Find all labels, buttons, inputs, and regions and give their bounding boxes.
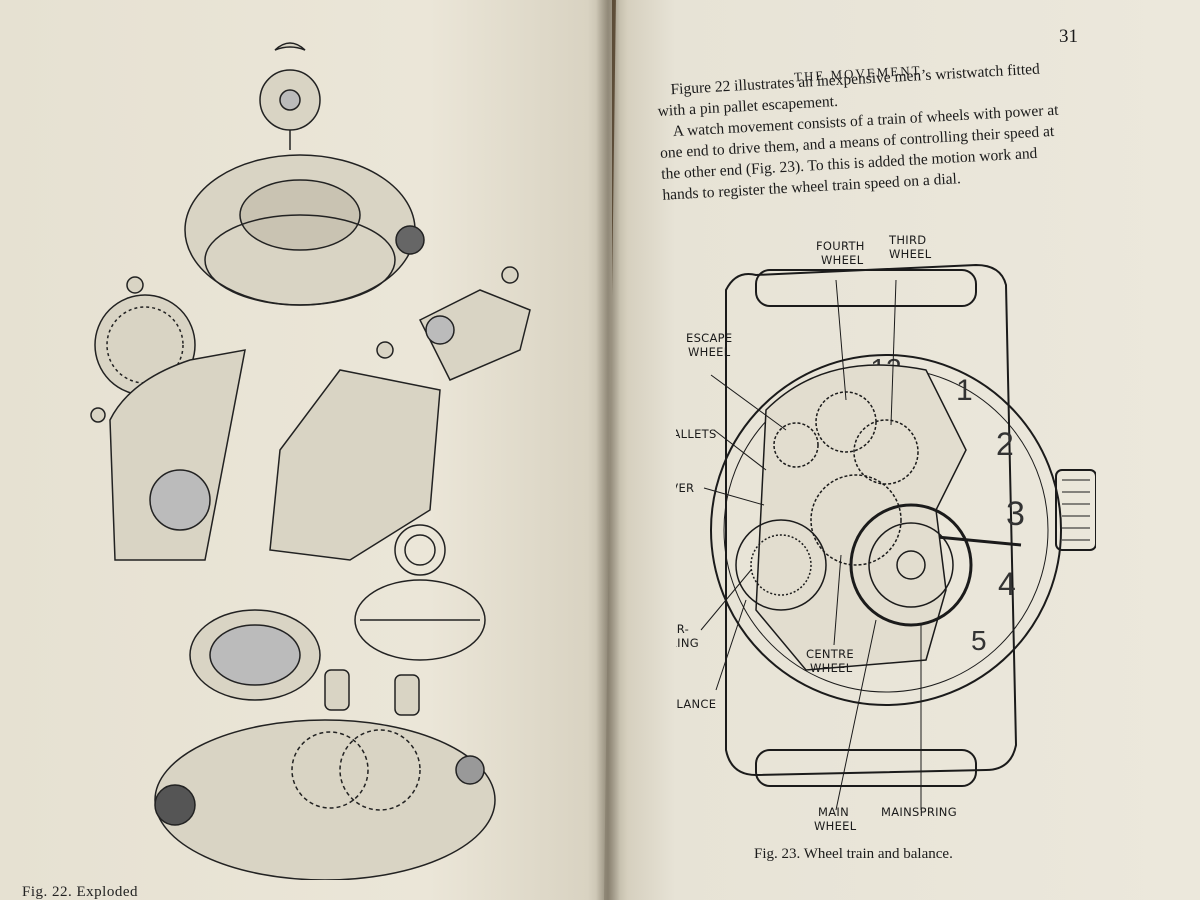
cap-piece (274, 42, 306, 51)
hairspring-coil (394, 524, 446, 576)
left-page: Fig. 22. Exploded (0, 0, 612, 900)
numeral-1: 1 (956, 374, 973, 407)
wheel-train-diagram: 12 1 2 3 4 5 (676, 233, 1096, 830)
label-third-wheel-2: WHEEL (889, 247, 932, 261)
left-figure-caption: Fig. 22. Exploded (22, 884, 138, 900)
label-main-wheel-1: MAIN (818, 805, 849, 819)
bottom-plate (154, 719, 496, 880)
numeral-4: 4 (998, 566, 1016, 602)
middle-plate (269, 369, 441, 561)
label-hairspring-2: SPRING (676, 636, 699, 650)
label-centre-wheel-1: CENTRE (806, 647, 854, 661)
crown-bottom (154, 784, 196, 826)
numeral-2: 2 (996, 426, 1014, 462)
gutter-shadow (596, 0, 620, 900)
crown (1055, 469, 1096, 551)
label-balance: BALANCE (676, 697, 716, 711)
page-number: 31 (1059, 26, 1078, 47)
figure-caption: Fig. 23. Wheel train and balance. (754, 846, 953, 862)
label-lever: LEVER (676, 481, 694, 495)
watch-case (725, 263, 1018, 777)
strap-bottom (755, 749, 977, 787)
balance-wheel (354, 579, 486, 661)
escape-wheel (773, 422, 819, 468)
label-hairspring-1: HAIR- (676, 622, 689, 636)
label-main-wheel-2: WHEEL (814, 819, 857, 830)
centre-wheel (810, 474, 902, 566)
hairspring (750, 534, 812, 596)
label-escape-wheel-2: WHEEL (688, 345, 731, 359)
bridge-left (109, 349, 246, 561)
numeral-3: 3 (1006, 495, 1025, 533)
mainspring-drum (849, 503, 973, 627)
crown-top (395, 225, 425, 255)
label-centre-wheel-2: WHEEL (810, 661, 853, 675)
label-escape-wheel-1: ESCAPE (686, 331, 732, 345)
label-fourth-wheel-2: WHEEL (821, 253, 864, 267)
right-page: 31 THE MOVEMENT Figure 22 illustrates an… (604, 0, 1200, 900)
third-wheel (853, 419, 919, 485)
numeral-5: 5 (971, 625, 987, 656)
bridge-right (418, 289, 531, 381)
balance-wheel (735, 519, 827, 611)
strap-top (755, 269, 977, 307)
dial (710, 354, 1062, 706)
label-third-wheel-1: THIRD (888, 233, 926, 247)
label-mainspring: MAINSPRING (881, 805, 957, 819)
body-text: Figure 22 illustrates an inexpensive men… (656, 57, 1072, 206)
movement-cutaway (755, 364, 967, 671)
label-fourth-wheel-1: FOURTH (816, 239, 865, 253)
label-pallets: PALLETS (676, 427, 717, 441)
exploded-movement-illustration (90, 42, 531, 880)
